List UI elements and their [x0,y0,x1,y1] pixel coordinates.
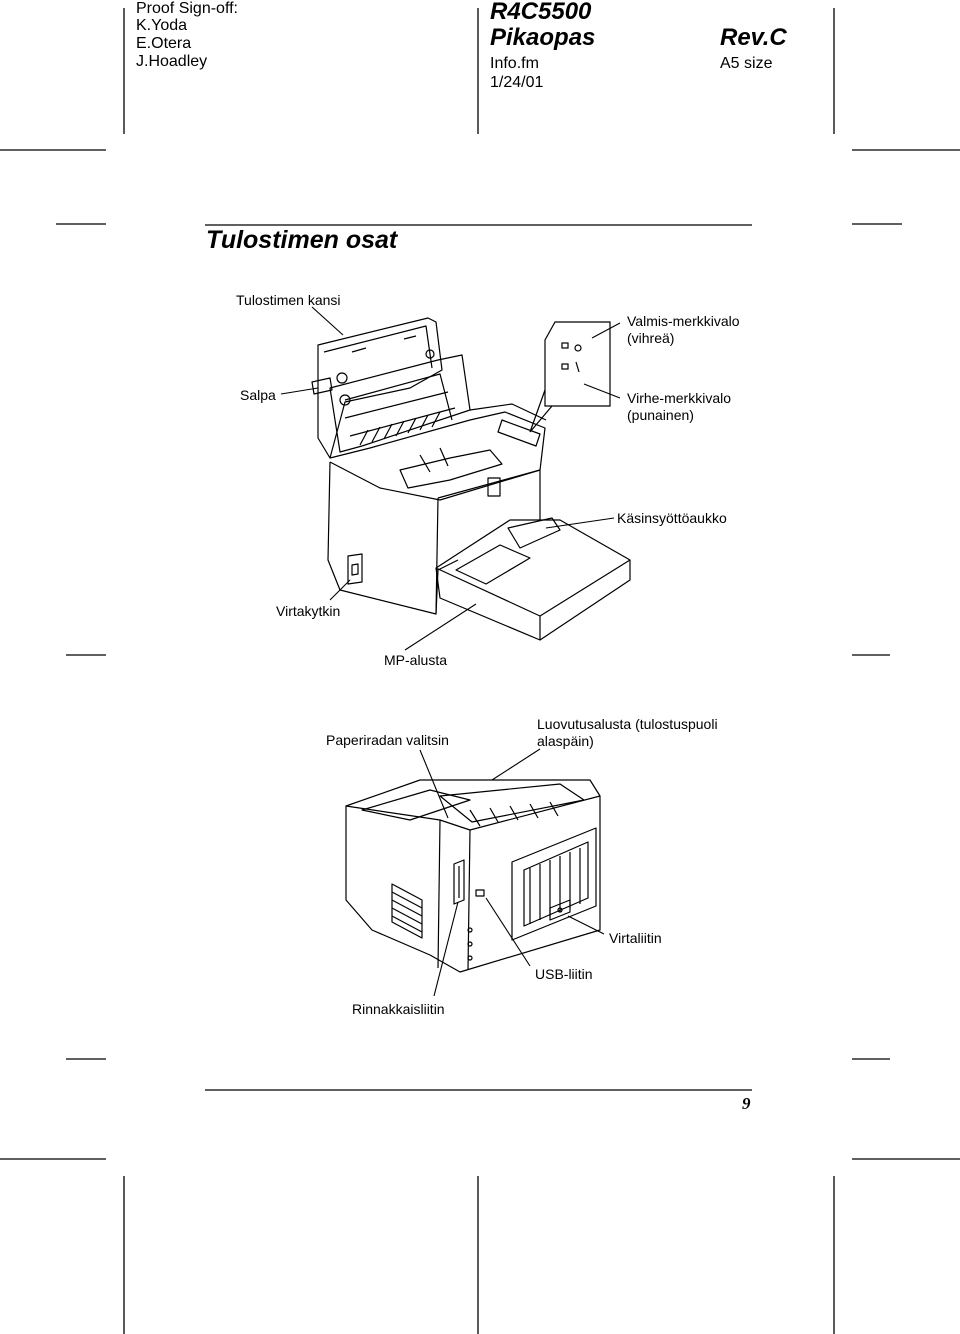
model-name: R4C5500 [490,0,592,25]
label-output-tray-1: Luovutusalusta (tulostuspuoli [537,716,718,732]
leader-lines [280,306,621,997]
signoff-name-2: E.Otera [136,35,192,52]
file-date: 1/24/01 [490,74,544,91]
printer-front-illustration [311,317,631,641]
label-parallel-port: Rinnakkaisliitin [352,1001,445,1017]
label-paper-path-selector: Paperiradan valitsin [326,732,449,748]
label-ready-light-1: Valmis-merkkivalo [627,313,740,329]
label-power-switch: Virtakytkin [276,603,341,619]
label-error-light-1: Virhe-merkkivalo [627,390,731,406]
label-mp-tray: MP-alusta [384,652,448,668]
signoff-name-3: J.Hoadley [136,53,208,70]
signoff-label: Proof Sign-off: [136,0,238,17]
page-number: 9 [742,1094,751,1113]
label-usb-port: USB-liitin [535,966,593,982]
label-ready-light-2: (vihreä) [627,330,675,346]
paper-size: A5 size [720,55,773,72]
revision: Rev.C [720,24,787,51]
label-manual-feed: Käsinsyöttöaukko [617,510,727,526]
printer-rear-illustration [345,779,601,973]
signoff-name-1: K.Yoda [136,17,188,34]
label-printer-cover: Tulostimen kansi [236,292,341,308]
page-title: Tulostimen osat [206,226,398,254]
label-error-light-2: (punainen) [627,407,694,423]
crop-marks [0,8,960,1334]
label-latch: Salpa [240,387,276,403]
label-power-inlet: Virtaliitin [609,930,662,946]
file-name: Info.fm [490,55,539,72]
guide-name: Pikaopas [490,24,596,51]
led-callout [529,321,611,433]
label-output-tray-2: alaspäin) [537,733,594,749]
